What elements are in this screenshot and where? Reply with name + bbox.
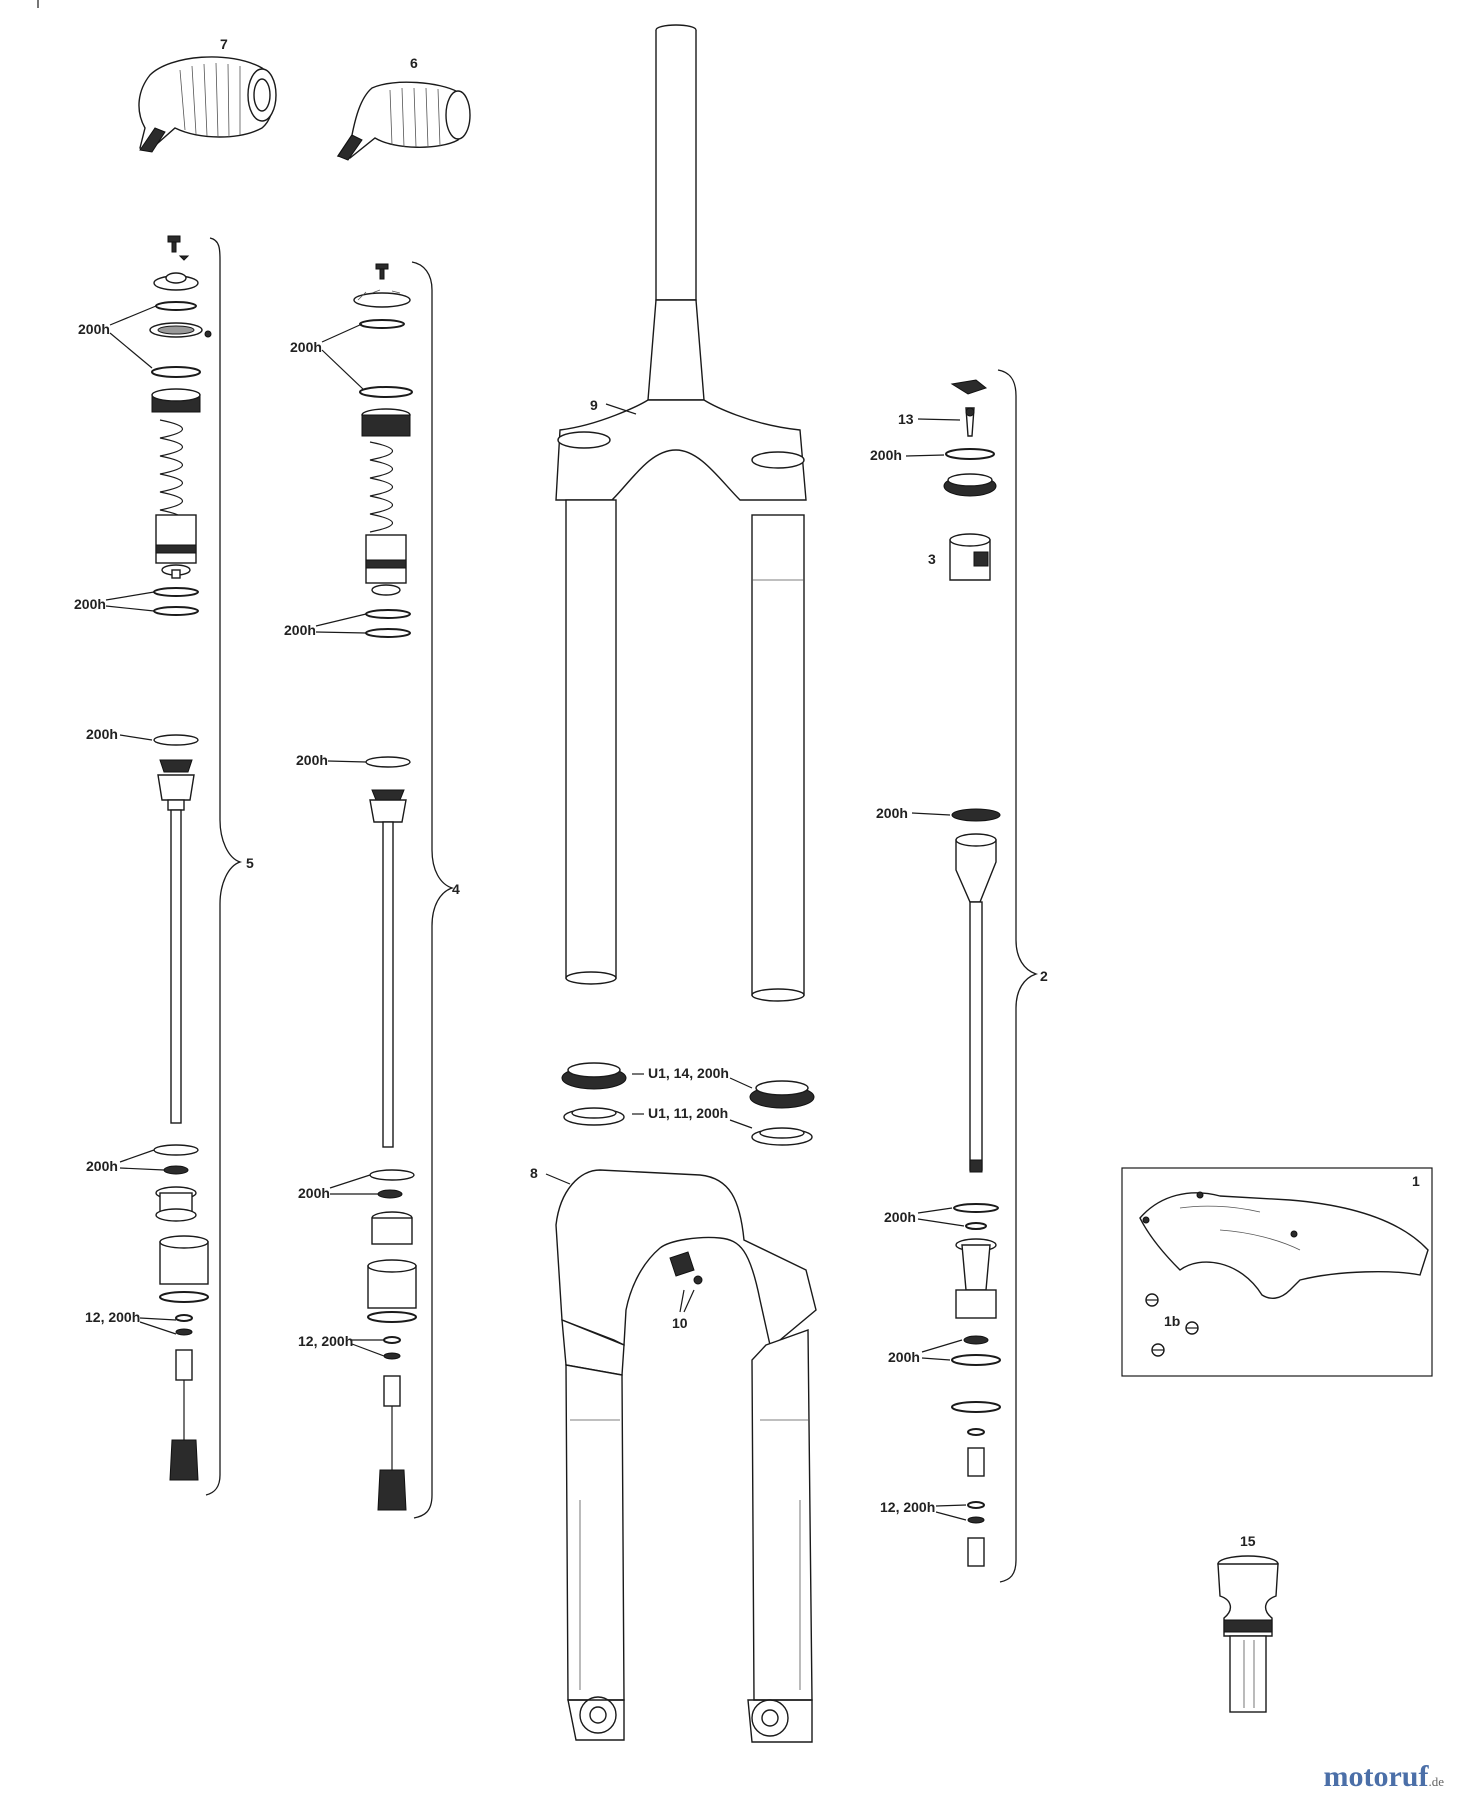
label-10: 10	[672, 1315, 688, 1331]
label-200h-j: 200h	[876, 805, 908, 821]
label-200h-b: 200h	[74, 596, 106, 612]
label-13: 13	[898, 411, 914, 427]
seal-wipers-14	[561, 1062, 815, 1109]
label-15: 15	[1240, 1533, 1256, 1549]
label-2: 2	[1040, 968, 1048, 984]
tool-15	[1217, 1555, 1279, 1713]
label-foam-ring: U1, 11, 200h	[648, 1105, 728, 1121]
foam-rings-11	[563, 1107, 813, 1146]
bleed-port-10	[669, 1251, 703, 1285]
label-200h-c: 200h	[86, 726, 118, 742]
label-1b: 1b	[1164, 1313, 1180, 1329]
label-200h-h: 200h	[298, 1185, 330, 1201]
label-200h-l: 200h	[888, 1349, 920, 1365]
label-200h-k: 200h	[884, 1209, 916, 1225]
label-200h-e: 200h	[290, 339, 322, 355]
label-9: 9	[590, 397, 598, 413]
brace-2	[997, 369, 1039, 1583]
label-200h-a: 200h	[78, 321, 110, 337]
label-200h-d: 200h	[86, 1158, 118, 1174]
remote-lever-6	[336, 81, 471, 161]
watermark-brand: motoruf	[1323, 1760, 1429, 1793]
brace-5	[205, 237, 243, 1496]
spring-assembly-4	[353, 263, 417, 1511]
remote-lever-7	[138, 56, 277, 153]
label-200h-f: 200h	[284, 622, 316, 638]
brace-4	[411, 261, 455, 1519]
label-5: 5	[246, 855, 254, 871]
label-7: 7	[220, 36, 228, 52]
label-4: 4	[452, 881, 460, 897]
spring-assembly-5	[149, 235, 212, 1481]
label-1: 1	[1412, 1173, 1420, 1189]
label-3: 3	[928, 551, 936, 567]
label-seal-wiper: U1, 14, 200h	[648, 1065, 729, 1081]
label-8: 8	[530, 1165, 538, 1181]
watermark-logo: motoruf.de	[1323, 1760, 1444, 1794]
screws-1b	[1145, 1293, 1199, 1357]
crown-steerer-9	[555, 24, 807, 1002]
watermark-tld: .de	[1428, 1774, 1444, 1789]
label-shaft-seal-c: 12, 200h	[880, 1499, 935, 1515]
label-shaft-seal-b: 12, 200h	[298, 1333, 353, 1349]
damper-assembly-2	[943, 379, 1001, 1567]
label-200h-g: 200h	[296, 752, 328, 768]
label-6: 6	[410, 55, 418, 71]
fender-box-1	[1121, 1167, 1433, 1377]
lower-legs-8	[555, 1169, 817, 1743]
label-200h-i: 200h	[870, 447, 902, 463]
label-shaft-seal-a: 12, 200h	[85, 1309, 140, 1325]
